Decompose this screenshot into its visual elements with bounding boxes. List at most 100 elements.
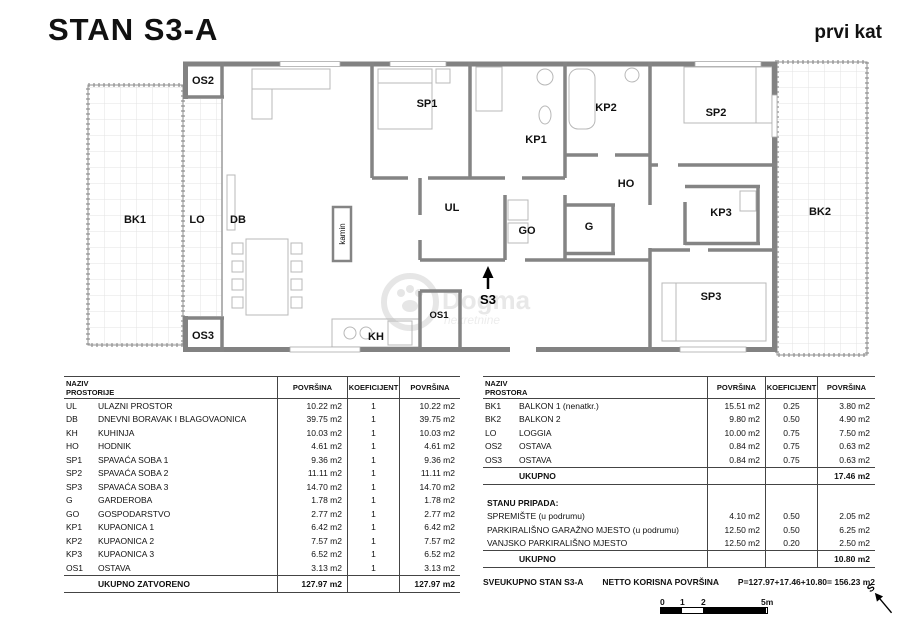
scale-tick-0: 0 <box>660 597 665 607</box>
room-code: HO <box>66 441 79 452</box>
room-net: 11.11 m2 <box>399 466 460 480</box>
space-code: BK2 <box>485 414 502 425</box>
room-net: 2.77 m2 <box>399 507 460 521</box>
outdoor-table: NAZIV PROSTORA POVRŠINA KOEFICIJENT POVR… <box>483 376 875 587</box>
table-row: SP1 SPAVAĆA SOBA 1 9.36 m2 1 9.36 m2 <box>64 453 460 467</box>
room-name: SPAVAĆA SOBA 1 <box>98 454 169 465</box>
grand-total-label: SVEUKUPNO STAN S3-A <box>483 577 584 587</box>
room-label-go: GO <box>518 225 536 237</box>
table-row: HO HODNIK 4.61 m2 1 4.61 m2 <box>64 439 460 453</box>
room-label-sp2: SP2 <box>706 107 727 119</box>
table-row: KP1 KUPAONICA 1 6.42 m2 1 6.42 m2 <box>64 520 460 534</box>
table-row: SP2 SPAVAĆA SOBA 2 11.11 m2 1 11.11 m2 <box>64 466 460 480</box>
grand-total-formula: P=127.97+17.46+10.80= 156.23 m2 <box>737 577 875 587</box>
room-name: ULAZNI PROSTOR <box>98 400 173 411</box>
rooms-total-row: UKUPNO ZATVORENO 127.97 m2 127.97 m2 <box>64 574 460 593</box>
belongs-net: 2.05 m2 <box>817 509 875 523</box>
room-name: HODNIK <box>98 441 132 452</box>
belongs-title: STANU PRIPADA: <box>487 497 559 508</box>
room-coef: 1 <box>347 412 399 426</box>
room-label-kp2: KP2 <box>595 102 616 114</box>
room-label-os1: OS1 <box>429 310 449 321</box>
belongs-area: 12.50 m2 <box>707 523 765 537</box>
room-code: SP3 <box>66 481 83 492</box>
scale-tick-2: 2 <box>701 597 706 607</box>
rooms-total-area: 127.97 m2 <box>277 575 347 592</box>
watermark-subtext: nekretnine <box>444 313 500 327</box>
table-row: PARKIRALIŠNO GARAŽNO MJESTO (u podrumu) … <box>483 523 875 537</box>
room-coef: 1 <box>347 480 399 494</box>
belongs-name: PARKIRALIŠNO GARAŽNO MJESTO (u podrumu) <box>487 524 679 535</box>
room-name: KUHINJA <box>98 427 135 438</box>
space-code: OS3 <box>485 454 503 465</box>
room-label-kh: KH <box>368 331 384 343</box>
belongs-coef: 0.20 <box>765 536 817 550</box>
table-row: KP2 KUPAONICA 2 7.57 m2 1 7.57 m2 <box>64 534 460 548</box>
room-area: 39.75 m2 <box>277 412 347 426</box>
table-row: UL ULAZNI PROSTOR 10.22 m2 1 10.22 m2 <box>64 399 460 413</box>
belongs-area: 4.10 m2 <box>707 509 765 523</box>
room-net: 4.61 m2 <box>399 439 460 453</box>
room-coef: 1 <box>347 466 399 480</box>
room-name: KUPAONICA 3 <box>98 549 155 560</box>
space-net: 4.90 m2 <box>817 412 875 426</box>
header-name: NAZIV PROSTORA <box>485 378 528 397</box>
apartment-marker: S3 <box>480 266 496 307</box>
room-coef: 1 <box>347 561 399 575</box>
room-code: G <box>66 495 73 506</box>
floor-label: prvi kat <box>814 22 882 43</box>
room-area: 14.70 m2 <box>277 480 347 494</box>
space-net: 3.80 m2 <box>817 399 875 413</box>
table-row: OS3 OSTAVA 0.84 m2 0.75 0.63 m2 <box>483 453 875 467</box>
page-title: STAN S3-A <box>48 12 219 47</box>
room-label-g: G <box>585 221 594 233</box>
room-code: KP3 <box>66 549 83 560</box>
scale-bar: 0 1 2 5m <box>660 597 790 614</box>
space-code: OS2 <box>485 441 503 452</box>
space-name: BALKON 2 <box>519 414 561 425</box>
room-code: KP1 <box>66 522 83 533</box>
room-coef: 1 <box>347 426 399 440</box>
room-area: 2.77 m2 <box>277 507 347 521</box>
belongs-area: 12.50 m2 <box>707 536 765 550</box>
room-coef: 1 <box>347 493 399 507</box>
room-name: GOSPODARSTVO <box>98 508 171 519</box>
space-net: 0.63 m2 <box>817 439 875 453</box>
table-row: VANJSKO PARKIRALIŠNO MJESTO 12.50 m2 0.2… <box>483 536 875 550</box>
room-name: KUPAONICA 2 <box>98 535 155 546</box>
room-label-ul: UL <box>445 202 460 214</box>
room-net: 6.52 m2 <box>399 547 460 561</box>
room-net: 10.22 m2 <box>399 399 460 413</box>
header-area: POVRŠINA <box>277 377 347 398</box>
table-row: DB DNEVNI BORAVAK I BLAGOVAONICA 39.75 m… <box>64 412 460 426</box>
building-floor <box>185 62 775 352</box>
room-label-kp1: KP1 <box>525 134 546 146</box>
space-coef: 0.25 <box>765 399 817 413</box>
header-net: POVRŠINA <box>399 377 460 398</box>
room-name: SPAVAĆA SOBA 3 <box>98 481 169 492</box>
room-label-os2: OS2 <box>192 75 214 87</box>
entrance-arrow-icon <box>482 266 494 278</box>
north-arrow-icon: S <box>865 582 893 614</box>
room-coef: 1 <box>347 439 399 453</box>
belongs-coef: 0.50 <box>765 509 817 523</box>
room-area: 10.22 m2 <box>277 399 347 413</box>
room-name: OSTAVA <box>98 562 131 573</box>
room-code: OS1 <box>66 562 84 573</box>
balcony-bk2 <box>775 60 869 357</box>
outdoor-total-row: UKUPNO 17.46 m2 <box>483 466 875 485</box>
room-code: KH <box>66 427 78 438</box>
belongs-total-label: UKUPNO <box>519 554 556 564</box>
room-name: DNEVNI BORAVAK I BLAGOVAONICA <box>98 414 247 425</box>
space-code: BK1 <box>485 400 502 411</box>
room-coef: 1 <box>347 507 399 521</box>
grand-total: SVEUKUPNO STAN S3-A NETTO KORISNA POVRŠI… <box>483 577 875 587</box>
room-coef: 1 <box>347 399 399 413</box>
rooms-table-header: NAZIV PROSTORIJE POVRŠINA KOEFICIJENT PO… <box>64 376 460 399</box>
room-label-sp3: SP3 <box>701 291 722 303</box>
north-label: S <box>865 582 877 595</box>
belongs-net: 6.25 m2 <box>817 523 875 537</box>
room-code: SP1 <box>66 454 83 465</box>
header-net: POVRŠINA <box>817 377 875 398</box>
table-row: KH KUHINJA 10.03 m2 1 10.03 m2 <box>64 426 460 440</box>
